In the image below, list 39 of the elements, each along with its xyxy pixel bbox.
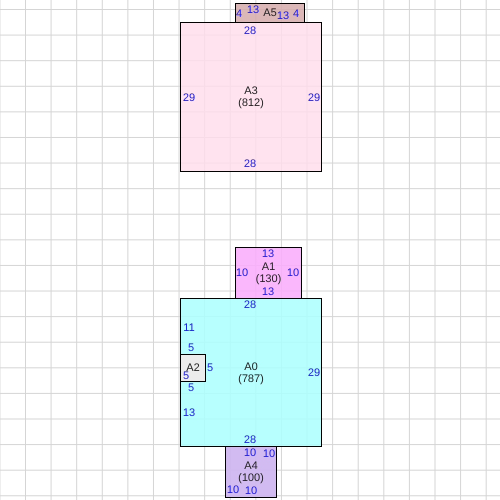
dimension-label: 29 [308,92,320,104]
room-box [180,22,322,172]
room-name: A5 [263,7,277,19]
dimension-label: 10 [244,447,256,459]
dimension-label: 10 [244,485,258,497]
dimension-label: 5 [188,342,194,354]
dimension-label: 28 [244,158,256,170]
room-area: (787) [238,372,264,384]
room-area: (100) [238,472,264,484]
dimension-label: 28 [244,299,256,311]
dimension-label: 10 [286,267,300,279]
dimension-label: 28 [244,25,256,37]
dimension-label: 13 [182,407,196,419]
room-name: A4 [244,460,258,472]
dimension-label: 11 [183,322,195,334]
room-name: A0 [244,360,258,372]
dimension-label: 13 [262,248,274,260]
dimension-label: 13 [262,286,274,298]
dimension-label: 5 [206,362,214,374]
dimension-label: 4 [236,8,242,20]
room-area: (130) [256,273,282,285]
dimension-label: 10 [226,484,240,496]
dimension-label: 10 [262,448,276,460]
room-name: A3 [244,85,258,97]
dimension-label: 13 [246,4,260,16]
dimension-label: 10 [236,267,248,279]
room-box [235,247,302,299]
dimension-label: 5 [188,382,194,394]
dimension-label: 4 [292,8,300,20]
room-area: (812) [238,97,264,109]
dimension-label: 29 [182,92,196,104]
room-name: A1 [262,261,276,273]
dimension-label: 28 [244,434,256,446]
room-box [180,298,322,447]
room-box [180,354,206,382]
room-box [235,3,305,23]
dimension-label: 13 [276,10,290,22]
dimension-label: 29 [308,367,320,379]
room-box [225,446,277,498]
